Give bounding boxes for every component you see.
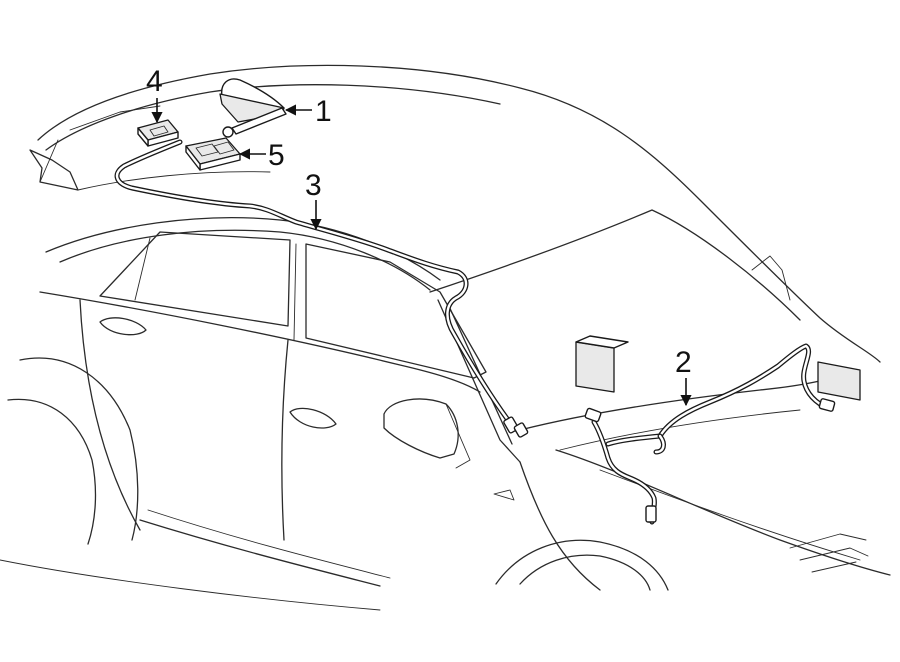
front-antenna-harness [584, 343, 836, 525]
antenna-module-small [137, 119, 179, 147]
callout-4-label: 4 [146, 65, 163, 98]
callout-4: 4 [146, 65, 163, 124]
callout-1-label: 1 [315, 95, 332, 128]
vehicle-body-outline [0, 64, 891, 611]
callout-5-label: 5 [268, 139, 285, 172]
under-hood-module-right [817, 361, 861, 401]
under-hood-module-left [575, 335, 629, 393]
callout-3-label: 3 [305, 169, 322, 202]
shark-fin-antenna [219, 78, 287, 138]
roof-antenna-cable [114, 139, 529, 438]
callout-1: 1 [284, 95, 332, 128]
callout-5: 5 [238, 139, 285, 172]
callout-2: 2 [675, 346, 692, 407]
callout-3: 3 [305, 169, 322, 231]
antenna-module-large [185, 137, 241, 171]
callout-2-label: 2 [675, 346, 692, 379]
